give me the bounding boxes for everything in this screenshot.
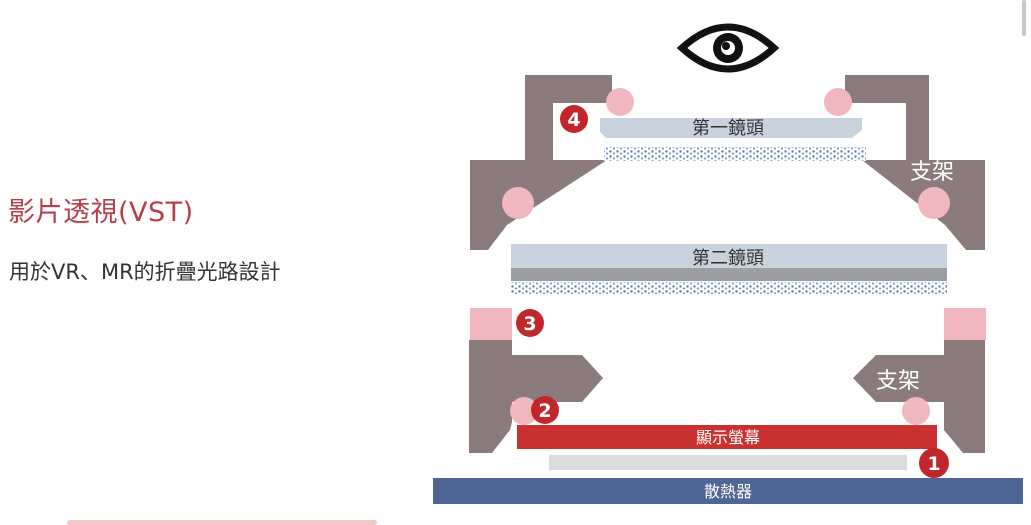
bottom-left-bracket	[469, 340, 603, 453]
marker-1: 1	[919, 448, 949, 478]
marker-4: 4	[560, 105, 588, 133]
display-label: 顯示螢幕	[696, 428, 760, 447]
heatsink	[433, 478, 1023, 504]
first-lens-coating	[604, 147, 866, 161]
heatsink-label: 散熱器	[704, 482, 752, 501]
bracket-label-top: 支架	[910, 160, 954, 185]
pink-pad	[918, 187, 950, 219]
pink-pad	[510, 397, 538, 425]
display-backplate	[549, 455, 907, 470]
pink-pad	[824, 88, 852, 116]
marker-2: 2	[531, 396, 559, 424]
svg-text:1: 1	[927, 453, 940, 475]
display-screen	[517, 425, 937, 449]
vst-subtitle: 用於VR、MR的折疊光路設計	[9, 260, 281, 284]
first-lens	[600, 118, 862, 138]
second-lens-label: 第二鏡頭	[692, 248, 764, 269]
svg-text:2: 2	[538, 400, 551, 422]
pink-pad	[470, 308, 512, 340]
bracket-label-bottom: 支架	[876, 369, 920, 394]
pink-pad	[502, 187, 534, 219]
svg-text:3: 3	[523, 313, 536, 335]
top-right-bracket	[845, 75, 985, 250]
second-lens-base	[511, 268, 947, 281]
pink-pad	[902, 397, 930, 425]
second-lens	[511, 244, 947, 268]
top-left-bracket	[470, 75, 612, 250]
marker-3: 3	[516, 309, 544, 337]
eye-icon	[676, 23, 780, 73]
bottom-right-bracket	[853, 340, 985, 453]
bottom-accent-line	[67, 520, 377, 525]
scrollbar-thumb[interactable]	[1022, 0, 1026, 36]
second-lens-coating	[511, 282, 947, 294]
vst-title: 影片透視(VST)	[8, 197, 194, 228]
pink-pad	[606, 88, 634, 116]
pink-pad	[944, 308, 986, 340]
first-lens-label: 第一鏡頭	[692, 118, 764, 139]
svg-text:4: 4	[567, 109, 580, 131]
